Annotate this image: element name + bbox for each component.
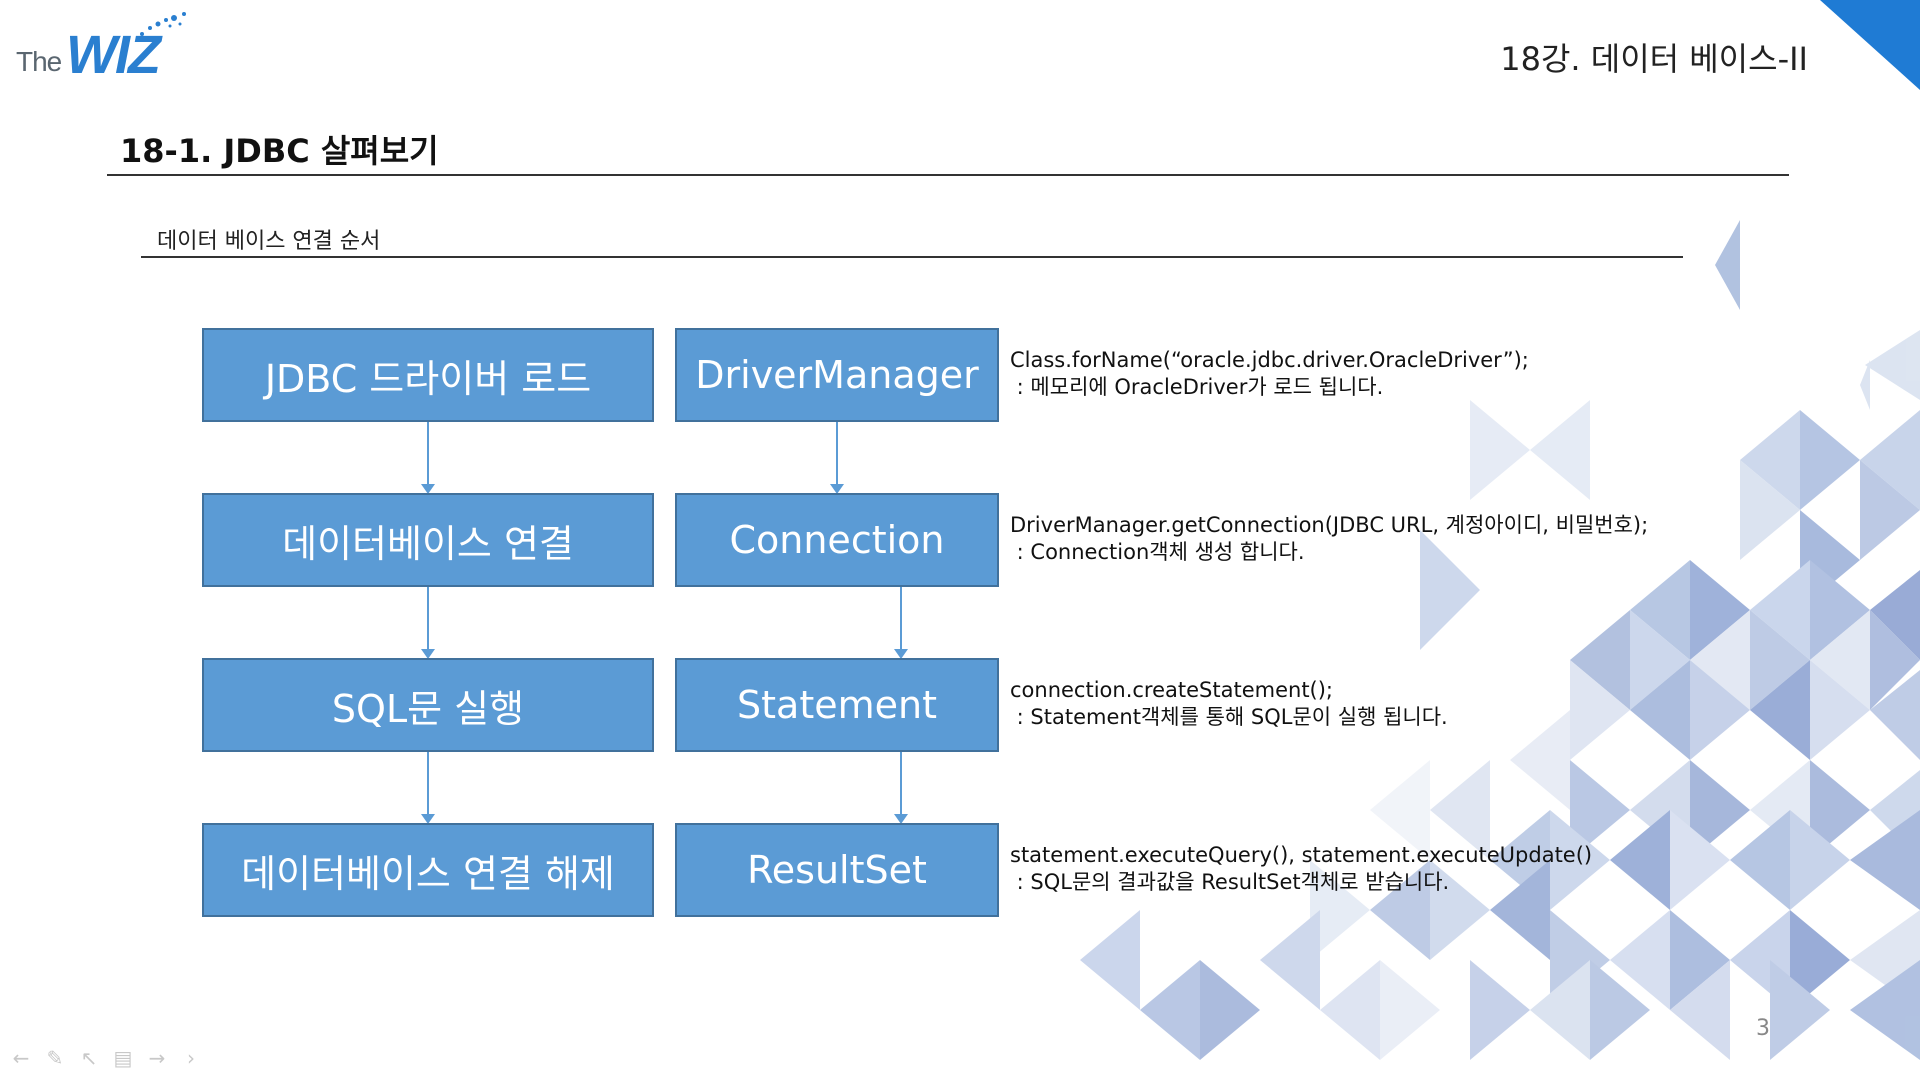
step-2-right-label: Connection [729,518,945,562]
arrow-down-icon [421,587,435,659]
logo-the-text: The [16,46,62,77]
triangle-pattern-decoration [1080,200,1920,1060]
pointer-icon[interactable]: ↖ [80,1046,98,1070]
pen-icon[interactable]: ✎ [46,1046,64,1070]
menu-icon[interactable]: ▤ [113,1046,133,1070]
logo-stars-icon [140,12,186,36]
step-2-left-label: 데이터베이스 연결 [282,521,574,566]
logo-wiz-text: WIZ [66,25,161,85]
lecture-title: 18강. 데이터 베이스-II [1500,40,1808,78]
section-title: 18-1. JDBC 살펴보기 [120,132,439,170]
arrow-down-icon [421,422,435,494]
arrow-down-icon [894,752,908,824]
arrow-down-icon [421,752,435,824]
step-1-description: Class.forName(“oracle.jdbc.driver.Oracle… [1010,348,1529,399]
step-3-description: connection.createStatement(); : Statemen… [1010,678,1448,729]
step-2-left-box: 데이터베이스 연결 [202,493,654,587]
arrow-left-icon[interactable]: ← [12,1046,30,1070]
step-4-right-box: ResultSet [675,823,999,917]
title-divider [107,174,1789,176]
page-number: 3 [1756,1016,1770,1041]
step-1-right-box: DriverManager [675,328,999,422]
step-1-left-label: JDBC 드라이버 로드 [264,356,592,401]
corner-decoration [1820,0,1920,90]
step-3-left-label: SQL문 실행 [331,686,525,731]
subtitle-divider [141,256,1683,258]
step-3-right-label: Statement [737,683,937,727]
step-4-description: statement.executeQuery(), statement.exec… [1010,843,1593,894]
step-1-left-box: JDBC 드라이버 로드 [202,328,654,422]
arrow-down-icon [894,587,908,659]
step-4-left-label: 데이터베이스 연결 해제 [241,851,615,896]
step-2-right-box: Connection [675,493,999,587]
chevron-right-icon[interactable]: › [187,1046,195,1070]
thewiz-logo: The WIZ [16,10,186,85]
step-1-right-label: DriverManager [695,353,979,397]
step-2-description: DriverManager.getConnection(JDBC URL, 계정… [1010,513,1649,564]
arrow-down-icon [830,422,844,494]
slideshow-nav-toolbar: ← ✎ ↖ ▤ → › [10,1046,202,1070]
step-4-right-label: ResultSet [747,848,927,892]
subtitle: 데이터 베이스 연결 순서 [157,229,381,254]
step-3-right-box: Statement [675,658,999,752]
step-3-left-box: SQL문 실행 [202,658,654,752]
step-4-left-box: 데이터베이스 연결 해제 [202,823,654,917]
arrow-right-icon[interactable]: → [148,1046,166,1070]
